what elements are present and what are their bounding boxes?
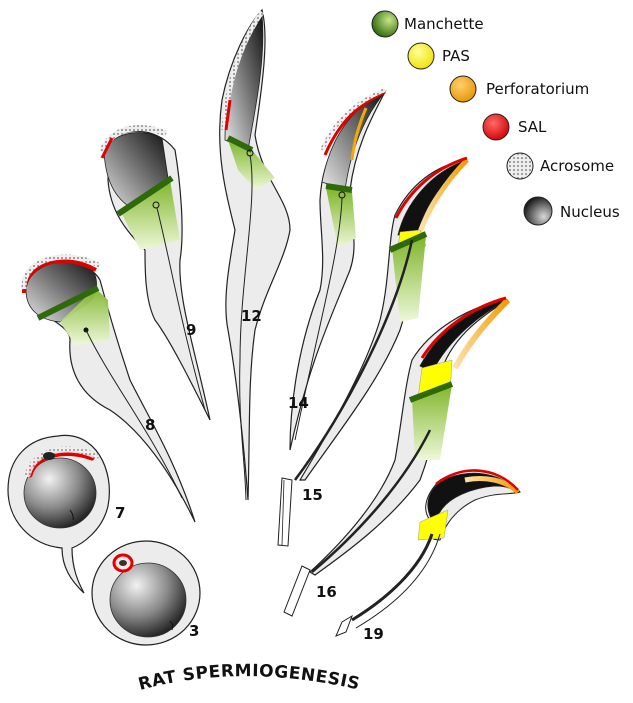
legend-item-sal: SAL <box>483 114 547 140</box>
stage-label-19: 19 <box>363 625 384 643</box>
legend-item-perforatorium: Perforatorium <box>450 76 589 102</box>
legend-item-acrosome: Acrosome <box>507 153 614 179</box>
stage-label-7: 7 <box>115 504 125 522</box>
sal-swatch <box>483 114 509 140</box>
stage-label-3: 3 <box>189 622 199 640</box>
stage-label-15: 15 <box>302 486 323 504</box>
pas-swatch <box>408 43 434 69</box>
diagram-title: RAT SPERMIOGENESIS <box>136 661 362 695</box>
legend-label-acrosome: Acrosome <box>540 157 614 175</box>
stage-label-12: 12 <box>241 307 262 325</box>
stage-label-8: 8 <box>145 416 155 434</box>
legend-label-nucleus: Nucleus <box>560 203 620 221</box>
diagram-title-text: RAT SPERMIOGENESIS <box>136 661 362 695</box>
stage-label-14: 14 <box>288 394 309 412</box>
legend-item-nucleus: Nucleus <box>524 197 620 225</box>
legend-label-perforatorium: Perforatorium <box>486 80 589 98</box>
legend-label-sal: SAL <box>518 118 547 136</box>
manchette-swatch <box>372 11 398 37</box>
legend-item-pas: PAS <box>408 43 470 69</box>
legend-item-manchette: Manchette <box>372 11 484 37</box>
legend-label-pas: PAS <box>442 47 470 65</box>
nucleus-swatch <box>524 197 552 225</box>
perforatorium-swatch <box>450 76 476 102</box>
stage-label-9: 9 <box>186 321 196 339</box>
stage-label-16: 16 <box>316 583 337 601</box>
stage-12-cell: 12 <box>220 10 290 500</box>
legend-label-manchette: Manchette <box>404 15 484 33</box>
acrosome-swatch <box>507 153 533 179</box>
stage-14-cell: 14 <box>288 90 385 450</box>
stage-19-cell: 19 <box>336 470 520 643</box>
stage-3-cell: 3 <box>92 541 200 645</box>
